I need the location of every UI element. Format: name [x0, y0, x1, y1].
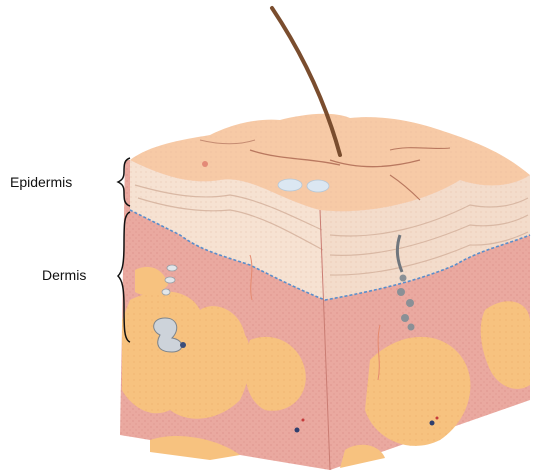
epidermis-label: Epidermis — [10, 174, 72, 190]
dermis-label: Dermis — [42, 267, 86, 283]
